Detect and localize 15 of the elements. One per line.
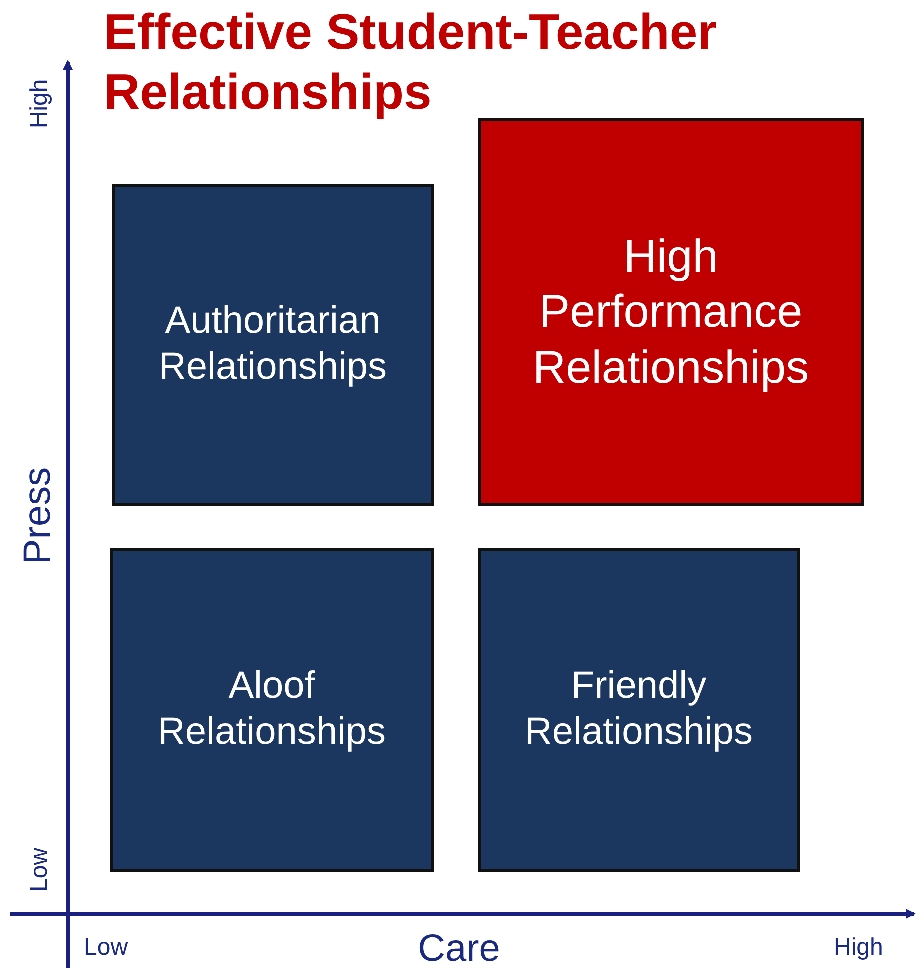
axis-end-label: High <box>26 79 54 129</box>
axis-title: Press <box>17 467 60 565</box>
axis-title: Care <box>418 928 500 971</box>
quadrant-box <box>112 184 434 506</box>
quadrant-box <box>478 548 800 872</box>
axis-end-label: Low <box>84 934 128 962</box>
title: Effective Student-Teacher Relationships <box>104 3 718 122</box>
quadrant-label: Authoritarian Relationships <box>158 299 388 390</box>
axis-end-label: High <box>834 934 884 962</box>
quadrant-box <box>110 548 434 872</box>
axis-end-label: Low <box>26 848 54 892</box>
quadrant-label: Aloof Relationships <box>156 664 388 755</box>
quadrant-label: High Performance Relationships <box>532 229 810 395</box>
quadrant-box <box>478 118 864 506</box>
quadrant-label: Friendly Relationships <box>524 664 754 755</box>
